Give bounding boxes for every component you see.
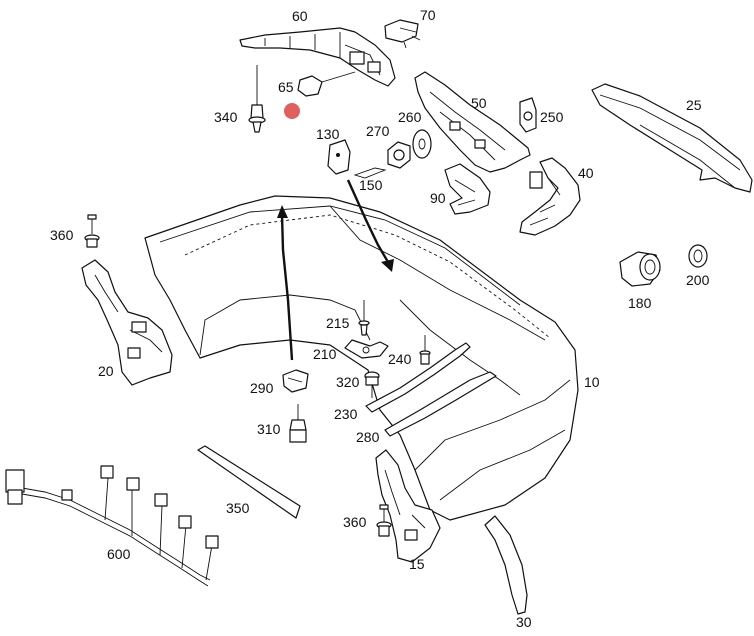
label-215: 215 <box>326 315 350 331</box>
label-240: 240 <box>388 351 412 367</box>
clip-65 <box>297 71 356 97</box>
label-150: 150 <box>359 177 383 193</box>
label-180: 180 <box>628 295 652 311</box>
washer-260 <box>412 129 432 159</box>
screw-240 <box>419 335 431 365</box>
trim-strip-230 <box>365 342 471 413</box>
label-70: 70 <box>420 7 436 23</box>
label-10: 10 <box>584 374 600 390</box>
label-210: 210 <box>313 346 337 362</box>
label-130: 130 <box>316 126 340 142</box>
rivet-340 <box>248 65 266 133</box>
label-50: 50 <box>471 95 487 111</box>
bracket-210 <box>344 339 389 359</box>
bracket-40 <box>519 157 581 236</box>
label-30: 30 <box>516 614 532 630</box>
spoiler <box>591 83 753 193</box>
label-15: 15 <box>409 556 425 572</box>
label-360-upper: 360 <box>50 227 74 243</box>
bracket-60 <box>239 27 396 87</box>
label-280: 280 <box>356 429 380 445</box>
label-320: 320 <box>336 374 360 390</box>
label-200: 200 <box>686 272 710 288</box>
clip-290 <box>282 369 309 393</box>
label-60: 60 <box>292 8 308 24</box>
clip-70 <box>384 19 421 49</box>
side-guide-15 <box>375 449 441 563</box>
holder-130 <box>327 139 351 175</box>
label-360-lower: 360 <box>343 514 367 530</box>
label-340: 340 <box>214 109 238 125</box>
nut-clip-250 <box>519 97 537 133</box>
screw-360-upper <box>84 214 100 248</box>
sensor-bracket-90 <box>444 163 491 215</box>
label-260: 260 <box>398 109 422 125</box>
bracket-50 <box>414 71 531 173</box>
label-40: 40 <box>578 165 594 181</box>
nut-270 <box>387 141 411 169</box>
trim-strip-280 <box>384 371 497 437</box>
bolt-320 <box>364 371 380 398</box>
label-600: 600 <box>107 546 131 562</box>
label-25: 25 <box>686 97 702 113</box>
strip-350 <box>197 445 301 519</box>
label-65: 65 <box>278 79 294 95</box>
side-guide-20 <box>81 259 173 386</box>
label-250: 250 <box>540 109 564 125</box>
trim-30 <box>484 515 528 615</box>
grommet-200 <box>688 244 708 268</box>
label-90: 90 <box>430 190 446 206</box>
assembly-arrows <box>277 179 394 361</box>
label-350: 350 <box>226 500 250 516</box>
wiring-harness-600 <box>5 465 219 587</box>
screw-310 <box>289 404 307 443</box>
pin-215 <box>358 300 370 336</box>
label-270: 270 <box>366 123 390 139</box>
highlight-marker <box>284 103 300 119</box>
label-290: 290 <box>250 380 274 396</box>
parking-sensor-180 <box>619 251 661 287</box>
screw-360-lower <box>376 504 392 537</box>
label-310: 310 <box>257 421 281 437</box>
label-20: 20 <box>98 363 114 379</box>
strap-150 <box>353 167 387 179</box>
label-230: 230 <box>334 406 358 422</box>
